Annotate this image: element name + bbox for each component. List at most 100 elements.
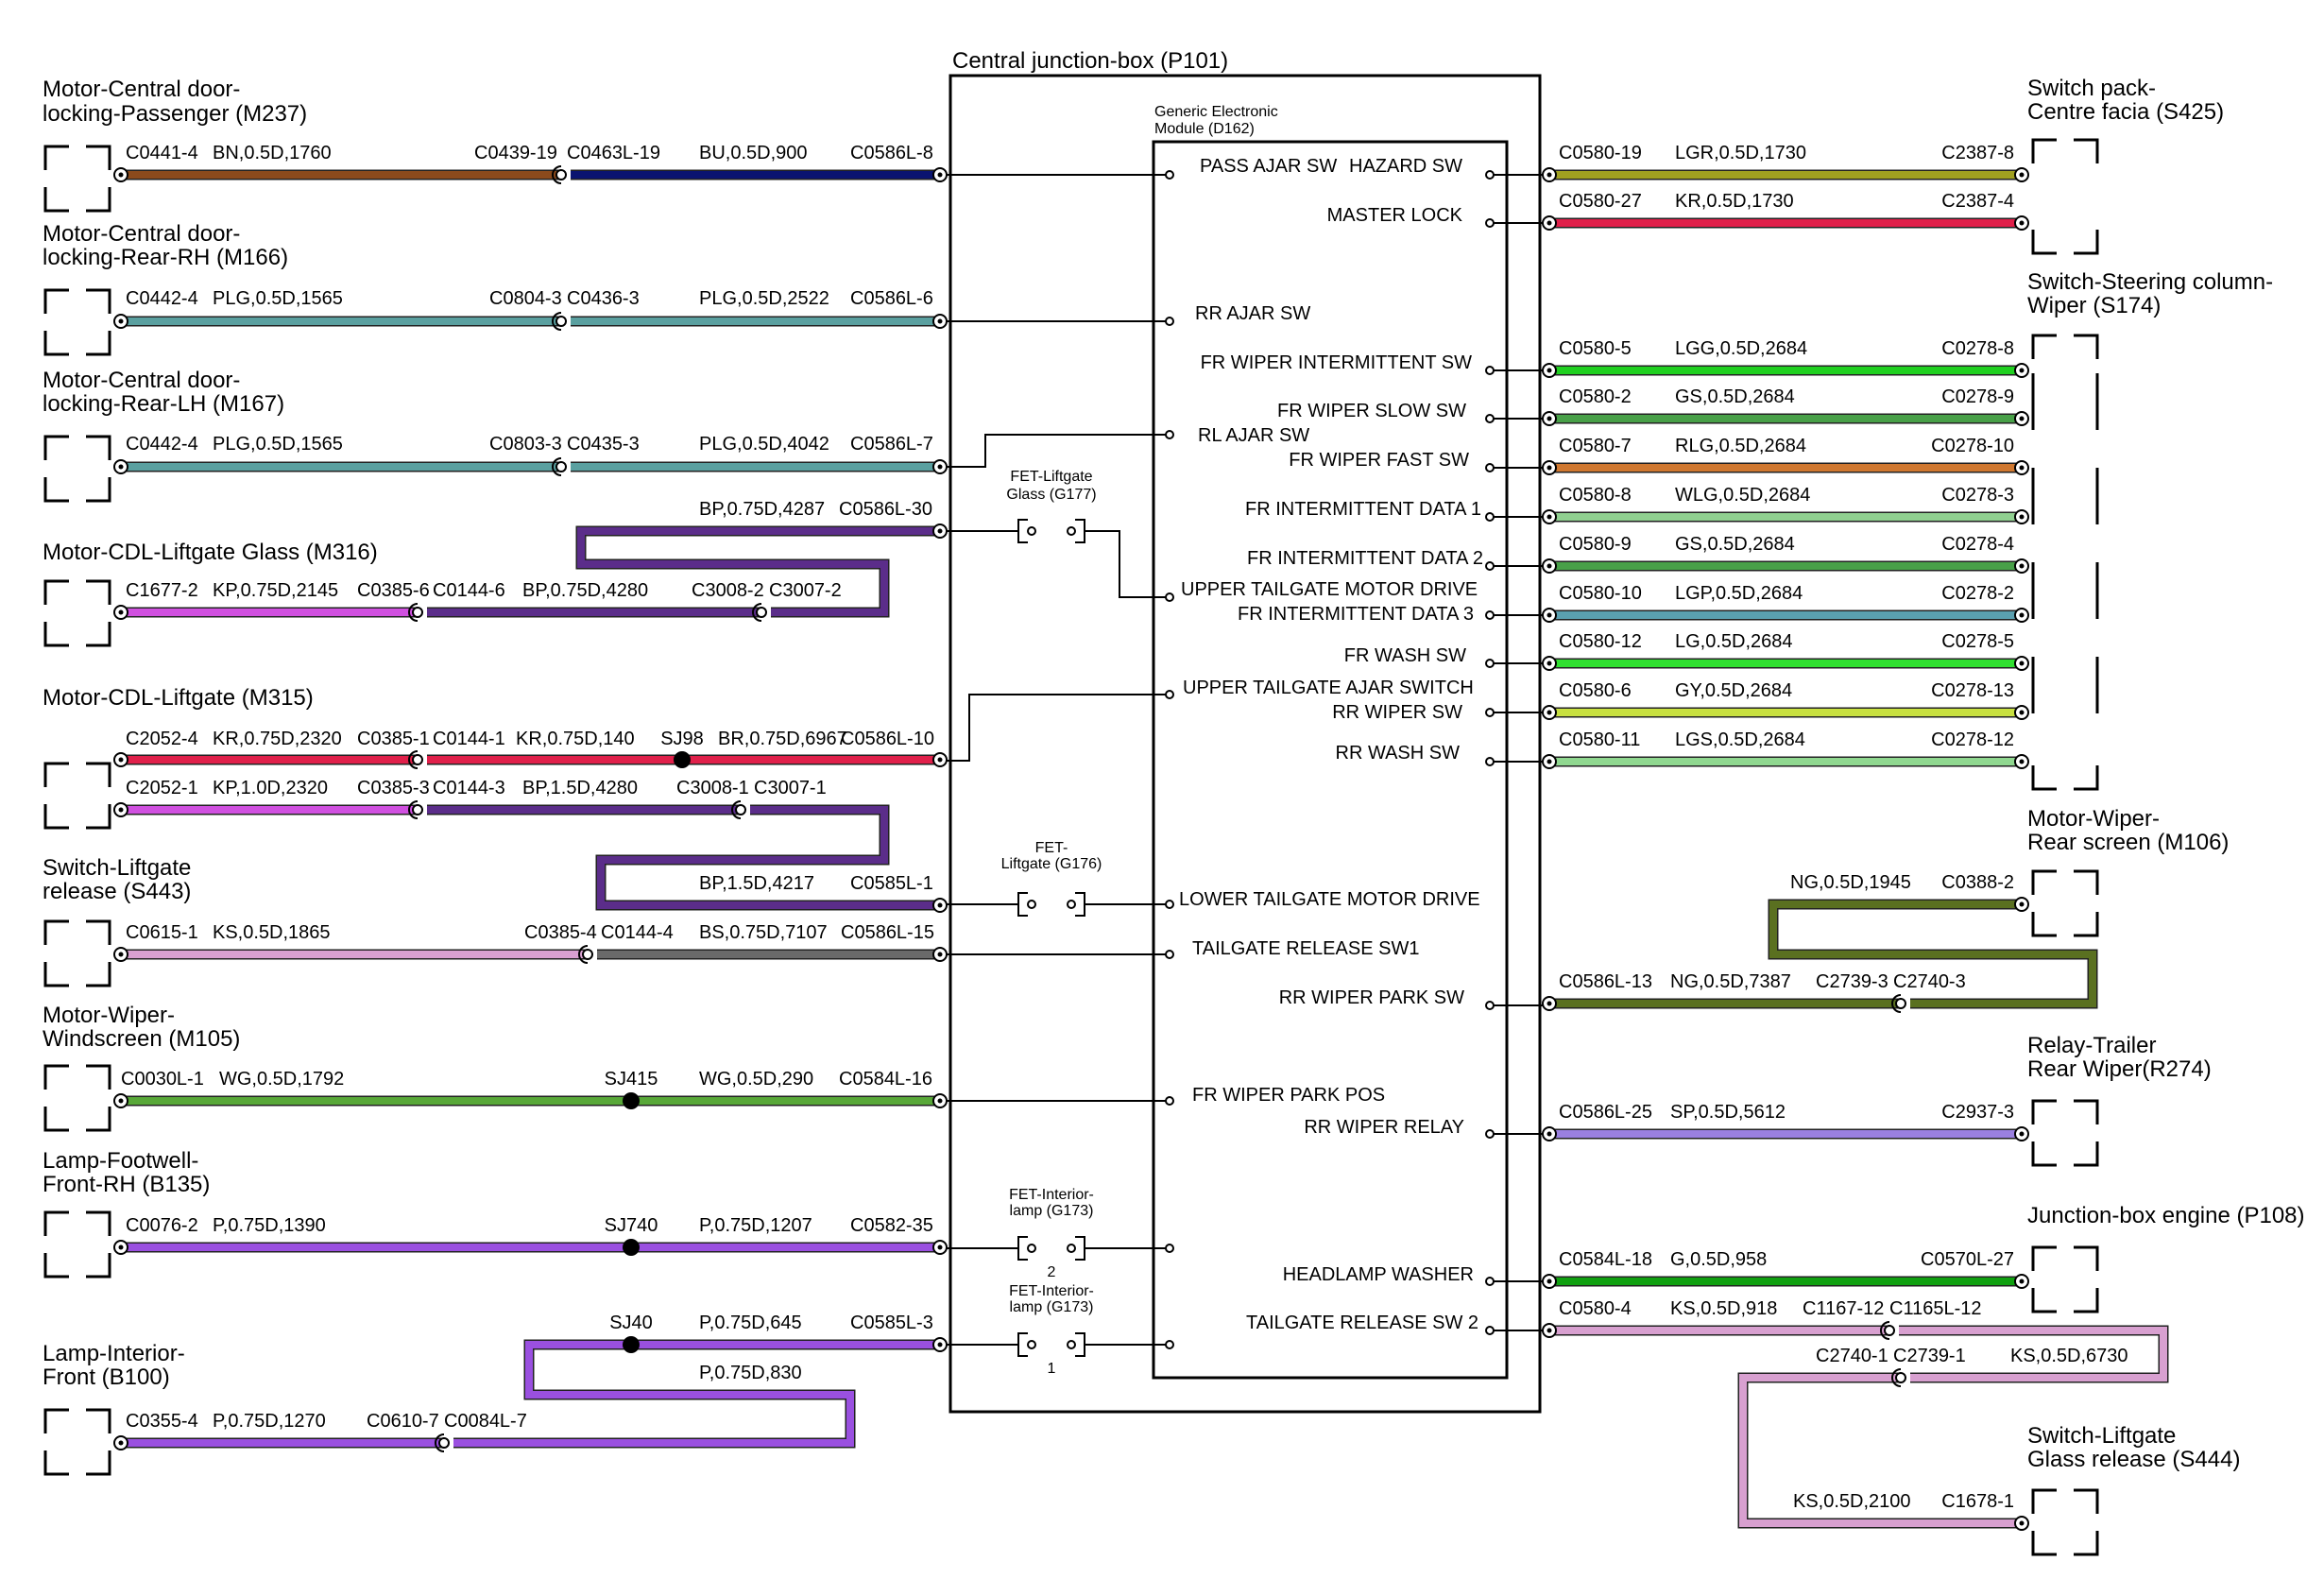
- component-name: Lamp-Interior-: [43, 1341, 185, 1366]
- terminal-dot: [1546, 1001, 1552, 1006]
- wire-label: KP,1.0D,2320: [213, 778, 328, 798]
- component-box-left: [43, 145, 111, 213]
- component-name: Rear screen (M106): [2027, 830, 2229, 855]
- wire-label: C1167-12: [1803, 1298, 1884, 1319]
- gem-pin: [1165, 1096, 1174, 1106]
- wire-label: SP,0.5D,5612: [1670, 1102, 1786, 1123]
- gem-pin-label: PASS AJAR SW: [1200, 156, 1337, 177]
- component-name: Front-RH (B135): [43, 1172, 210, 1197]
- wire-label: C3008-2: [692, 580, 764, 601]
- wire-label: LG,0.5D,2684: [1675, 631, 1793, 652]
- internal-link: [940, 434, 1170, 468]
- terminal-dot: [118, 1244, 124, 1250]
- gem-pin: [1165, 1340, 1174, 1349]
- gem-title: Module (D162): [1154, 121, 1255, 137]
- inline-connector-pin: [1884, 1325, 1895, 1336]
- wire-label: PLG,0.5D,4042: [699, 434, 829, 455]
- wire-label: KR,0.75D,2320: [213, 729, 342, 749]
- wire-label: C0580-6: [1559, 680, 1632, 701]
- gem-pin: [1165, 690, 1174, 699]
- component-name: Motor-CDL-Liftgate (M315): [43, 685, 314, 711]
- gem-pin-label: HEADLAMP WASHER: [1283, 1264, 1474, 1285]
- wire-label: WG,0.5D,1792: [219, 1069, 344, 1090]
- inline-connector: [1891, 994, 1902, 1013]
- wire-label: C2387-8: [1941, 143, 2014, 163]
- wire-label: C0144-1: [433, 729, 505, 749]
- wire: [1739, 1374, 2022, 1527]
- wire-label: C2387-4: [1941, 191, 2014, 212]
- wire-label: C0580-2: [1559, 386, 1632, 407]
- terminal-dot: [1546, 612, 1552, 618]
- wire-label: C0586L-10: [841, 729, 934, 749]
- wire: [1769, 901, 2096, 1007]
- component-name: Front (B100): [43, 1364, 170, 1390]
- wire-label: KS,0.5D,1865: [213, 922, 331, 943]
- inline-connector-pin: [555, 461, 567, 472]
- splice-dot: [674, 751, 691, 768]
- wire-label: C0435-3: [567, 434, 640, 455]
- wire-label: C0278-8: [1941, 338, 2014, 359]
- wire-label: C0586L-7: [850, 434, 933, 455]
- fet-name: FET-Interior-: [1009, 1187, 1094, 1203]
- wire-label: C0582-35: [850, 1215, 933, 1236]
- component-name: Glass release (S444): [2027, 1447, 2240, 1472]
- component-box-left: [43, 1064, 111, 1132]
- splice-dot: [623, 1336, 640, 1353]
- component-name: locking-Passenger (M237): [43, 101, 307, 127]
- inline-connector: [731, 800, 742, 819]
- terminal-dot: [118, 464, 124, 470]
- wire-label: C3008-1: [676, 778, 749, 798]
- wire-label: LGS,0.5D,2684: [1675, 729, 1805, 750]
- wire-label: WG,0.5D,290: [699, 1069, 813, 1090]
- gem-pin: [1485, 170, 1495, 180]
- wire-label: C0030L-1: [121, 1069, 204, 1090]
- wire-label: C0388-2: [1941, 872, 2014, 893]
- gem-pin: [1485, 1001, 1495, 1010]
- wire-label: P,0.75D,645: [699, 1313, 802, 1333]
- fet-name: FET-: [1035, 840, 1068, 856]
- wire-label: C0586L-13: [1559, 971, 1652, 992]
- terminal-dot: [937, 952, 943, 957]
- terminal-dot: [1546, 661, 1552, 666]
- fet-pin: 1: [1048, 1361, 1056, 1377]
- wire: [577, 527, 940, 616]
- fet-pin: 2: [1048, 1264, 1056, 1280]
- component-box-left: [43, 435, 111, 503]
- inline-connector: [578, 945, 589, 964]
- terminal-dot: [2019, 612, 2025, 618]
- wire-label: C0804-3: [489, 288, 562, 309]
- inline-connector: [752, 603, 762, 622]
- wire-label: C2052-1: [126, 778, 198, 798]
- wire-label: C0355-4: [126, 1411, 198, 1432]
- terminal-dot: [2019, 1279, 2025, 1284]
- gem-pin: [1165, 170, 1174, 180]
- gem-pin-label: RR AJAR SW: [1195, 303, 1310, 324]
- component-name: Motor-Wiper-: [2027, 806, 2160, 832]
- wire-label: C0278-4: [1941, 534, 2014, 555]
- fet-name: lamp (G173): [1010, 1203, 1094, 1219]
- inline-connector: [552, 457, 562, 476]
- gem-pin-label: FR INTERMITTENT DATA 1: [1245, 499, 1481, 520]
- wire-label: C1165L-12: [1889, 1298, 1981, 1319]
- terminal-dot: [118, 807, 124, 813]
- component-name: Motor-Central door-: [43, 368, 240, 393]
- gem-pin-label: FR WIPER FAST SW: [1289, 450, 1469, 471]
- terminal-dot: [2019, 465, 2025, 471]
- component-box-left: [43, 1210, 111, 1279]
- terminal-dot: [937, 528, 943, 534]
- wire-label: LGP,0.5D,2684: [1675, 583, 1803, 604]
- gem-pin-label: FR WIPER PARK POS: [1192, 1085, 1385, 1106]
- terminal-dot: [2019, 710, 2025, 715]
- gem-pin-label: RL AJAR SW: [1198, 425, 1309, 446]
- terminal-dot: [1546, 710, 1552, 715]
- wire-label: C0278-5: [1941, 631, 2014, 652]
- wire-label: C0580-4: [1559, 1298, 1632, 1319]
- wire-label: C0570L-27: [1921, 1249, 2014, 1270]
- wire-label: C0580-10: [1559, 583, 1642, 604]
- component-box-left: [43, 762, 111, 830]
- gem-pin-label: UPPER TAILGATE MOTOR DRIVE: [1181, 579, 1478, 600]
- component-name: Motor-CDL-Liftgate Glass (M316): [43, 540, 378, 565]
- wire-label: C0278-10: [1931, 436, 2014, 456]
- wire-label: C0278-13: [1931, 680, 2014, 701]
- gem-pin-label: MASTER LOCK: [1327, 205, 1463, 226]
